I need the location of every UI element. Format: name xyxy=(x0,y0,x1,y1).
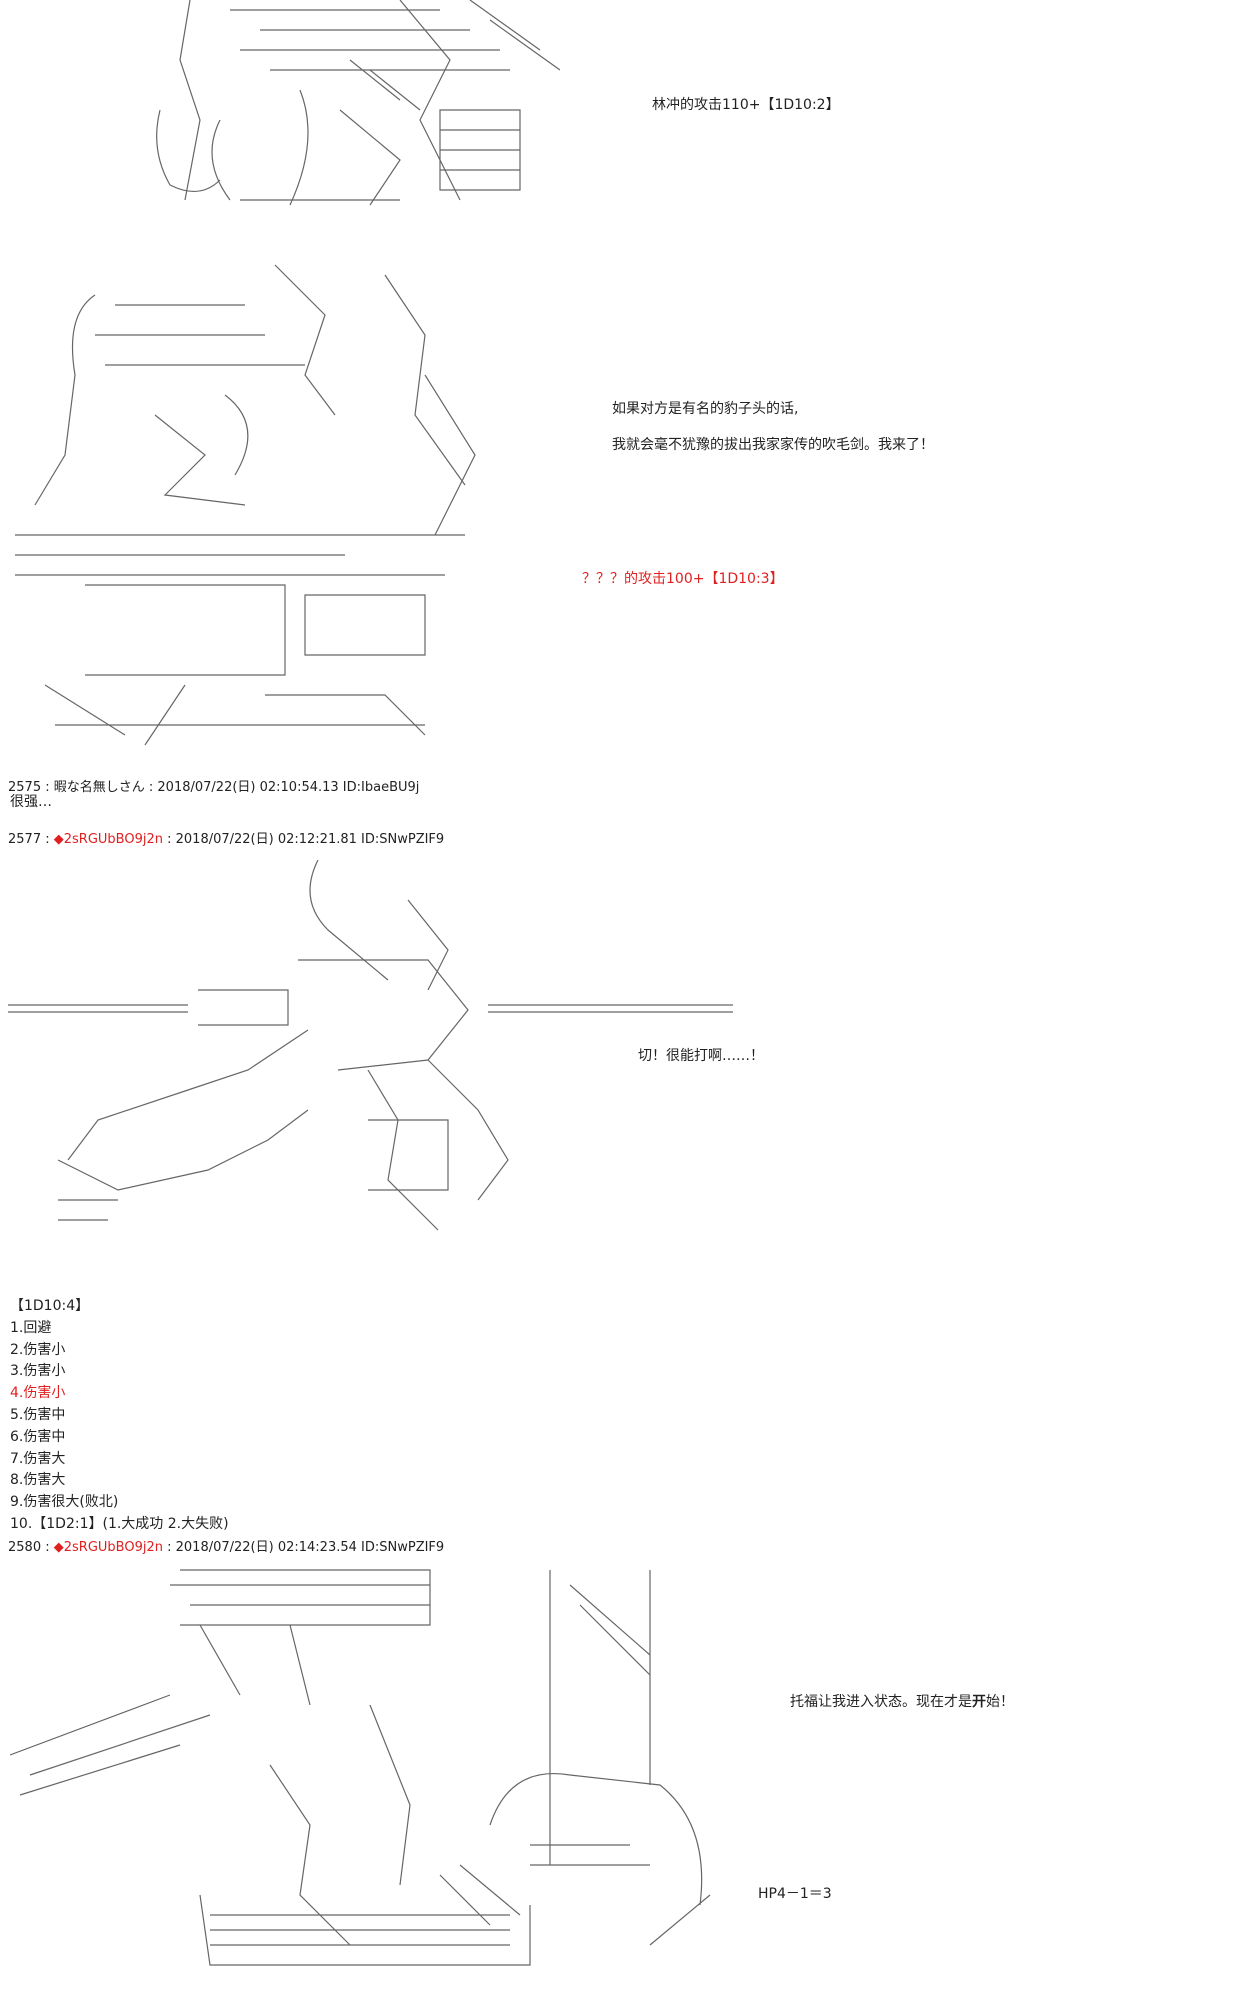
thanks-line-bold: 开 xyxy=(972,1694,986,1710)
post-author-trip: ◆2sRGUbBO9j2n xyxy=(53,832,163,847)
roll-list-item: 5.伤害中 xyxy=(10,1406,66,1423)
post-header-2575: 2575 : 暇な名無しさん : 2018/07/22(日) 02:10:54.… xyxy=(8,776,419,795)
post-header-2580: 2580 : ◆2sRGUbBO9j2n : 2018/07/22(日) 02:… xyxy=(8,1536,444,1555)
roll-list-item-highlighted: 4.伤害小 xyxy=(10,1385,66,1402)
post-body-2575: 很强… xyxy=(10,794,52,810)
post-meta: : 2018/07/22(日) 02:10:54.13 ID:IbaeBU9j xyxy=(144,780,420,795)
thanks-line-part2: 始！ xyxy=(986,1694,1014,1710)
roll-list-item: 1.回避 xyxy=(10,1319,52,1336)
thanks-line-text: 托福让我进入状态。现在才是开始！ xyxy=(790,1693,1014,1711)
dialog-line-2: 我就会毫不犹豫的拔出我家家传的吹毛剑。我来了！ xyxy=(612,437,934,453)
post-separator: : xyxy=(41,832,54,847)
hp-line-text: HP4－1＝3 xyxy=(758,1886,832,1902)
post-number: 2580 xyxy=(8,1540,42,1555)
post-number: 2575 xyxy=(8,780,42,795)
post-separator: : xyxy=(41,780,54,795)
roll-list: 【1D10:4】 1.回避 2.伤害小 3.伤害小 4.伤害小 5.伤害中 6.… xyxy=(10,1296,229,1536)
ascii-art-figure-spear xyxy=(8,860,748,1250)
unknown-attack-text: ？？？的攻击100+【1D10:3】 xyxy=(582,571,784,587)
roll-list-item: 9.伤害很大(败北) xyxy=(10,1494,119,1511)
ascii-art-figure-top xyxy=(140,0,560,215)
roll-list-item: 2.伤害小 xyxy=(10,1341,66,1358)
post-author-trip: ◆2sRGUbBO9j2n xyxy=(53,1540,163,1555)
post-number: 2577 xyxy=(8,832,42,847)
dialog-line-1: 如果对方是有名的豹子头的话, xyxy=(612,401,799,417)
ascii-art-figure-kneeling xyxy=(5,255,495,755)
post-separator: : xyxy=(41,1540,54,1555)
roll-list-header: 【1D10:4】 xyxy=(10,1298,90,1314)
roll-list-item: 3.伤害小 xyxy=(10,1363,66,1380)
post-meta: : 2018/07/22(日) 02:14:23.54 ID:SNwPZIF9 xyxy=(162,1540,445,1555)
thanks-line-part1: 托福让我进入状态。现在才是 xyxy=(790,1694,972,1710)
cut-line-text: 切！很能打啊……！ xyxy=(638,1048,764,1064)
post-meta: : 2018/07/22(日) 02:12:21.81 ID:SNwPZIF9 xyxy=(162,832,445,847)
roll-list-item: 6.伤害中 xyxy=(10,1428,66,1445)
lin-chong-attack-text: 林冲的攻击110+【1D10:2】 xyxy=(652,97,840,113)
roll-list-item: 7.伤害大 xyxy=(10,1450,66,1467)
post-author: 暇な名無しさん xyxy=(53,780,145,795)
roll-list-item: 8.伤害大 xyxy=(10,1472,66,1489)
post-header-2577: 2577 : ◆2sRGUbBO9j2n : 2018/07/22(日) 02:… xyxy=(8,828,444,847)
roll-list-item: 10.【1D2:1】(1.大成功 2.大失败) xyxy=(10,1515,229,1532)
ascii-art-figure-bottom xyxy=(10,1565,730,1985)
